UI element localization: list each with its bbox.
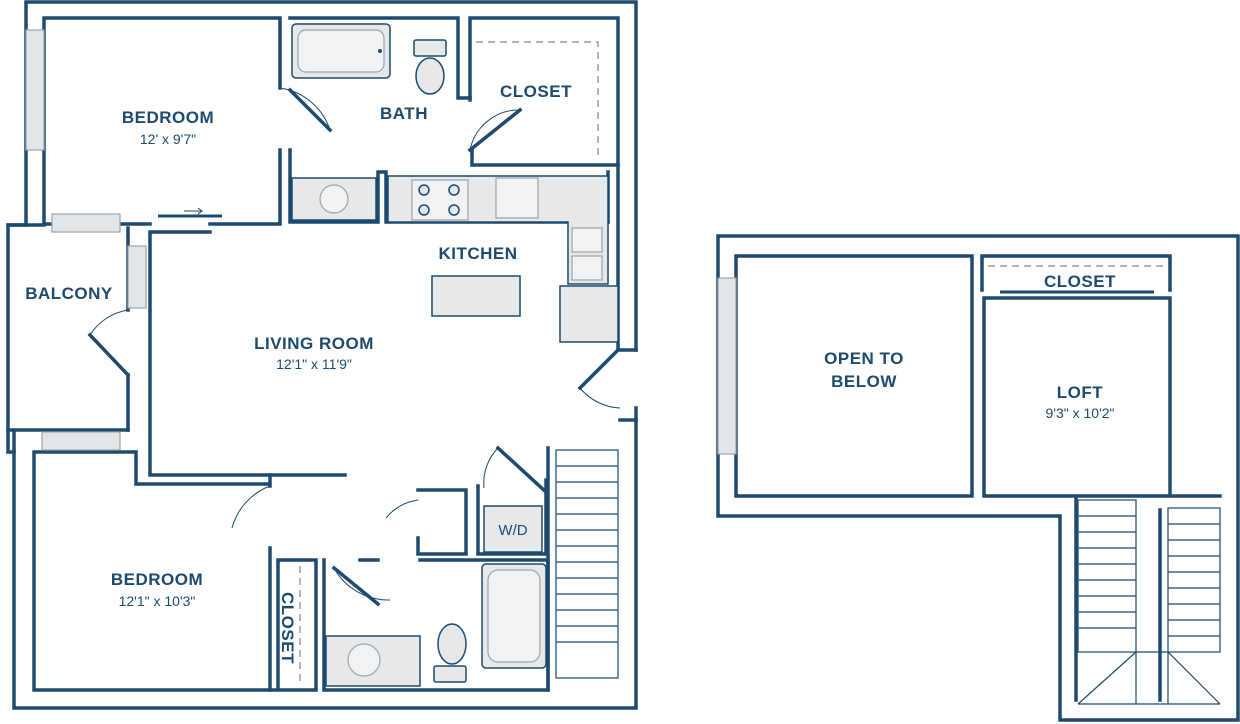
burner-1 [418,184,430,196]
toilet-top-bowl [415,57,445,95]
window-living-left [127,245,147,309]
bathtub-top-inner [297,29,385,73]
bathtub-bottom-inner [487,569,541,663]
living-room-name: LIVING ROOM [254,334,374,353]
upper-closet-name: CLOSET [1044,272,1116,291]
laundry-walls [416,445,549,556]
door-arc-bedroom-top [279,87,331,131]
window-balcony-top [51,213,121,233]
closet-top-name: CLOSET [500,82,572,101]
door-arc-bath-bottom [333,567,391,601]
window-bedroom-bottom [41,431,121,451]
toilet-bottom-bowl [437,623,467,665]
lower-level: BEDROOM 12' x 9'7" BATH CLOSET KITCHEN B… [6,0,638,710]
toilet-top-tank [413,39,447,57]
loft-dims: 9'3" x 10'2" [1046,405,1115,421]
stairs-upper [1077,499,1221,705]
upper-closet-walls [980,254,1172,292]
kitchen-name: KITCHEN [438,244,517,263]
door-arc-bedroom-bottom [231,485,271,529]
loft-name: LOFT [1057,383,1103,402]
bathtub-top-drain [378,49,382,53]
refrigerator [559,285,619,343]
sink-top [319,184,349,214]
bedroom-bottom-name: BEDROOM [111,570,203,589]
upper-exterior-wall [716,234,1240,722]
loft-walls [982,296,1222,702]
door-arc-closet-top [469,109,521,151]
kitchen-sink-2 [571,255,603,281]
living-room-dims: 12'1" x 11'9" [276,356,352,372]
sink-bottom [347,643,381,677]
open-to-below-line2: BELOW [831,372,897,391]
door-arc-laundry-left [385,499,419,519]
balcony-name: BALCONY [25,284,113,303]
closet-bottom-name: CLOSET [278,592,297,664]
door-arc-balcony [89,309,129,336]
door-arc-laundry-top [483,447,499,489]
bedroom-bottom-walls [32,450,272,692]
window-upper [717,277,737,455]
arrow-icon [184,207,203,215]
closet-top-rod [476,41,599,160]
bedroom-top-dims: 12' x 9'7" [140,131,196,147]
closet-bottom-walls [268,558,318,692]
burner-3 [418,204,430,216]
laundry-name: W/D [498,522,527,539]
washer-dryer [483,505,543,553]
bath-top-name: BATH [380,104,428,123]
bedroom-bottom-dims: 12'1" x 10'3" [119,593,196,609]
burner-4 [448,204,460,216]
toilet-bottom-tank [433,665,467,683]
bath-walls [287,16,620,224]
stair-walls [546,418,638,692]
kitchen-sink-1 [571,227,603,253]
window-bedroom-top [25,29,45,151]
microwave [495,177,539,219]
door-arc-entry [579,387,621,409]
stairs-lower [555,449,619,679]
bedroom-top-name: BEDROOM [122,108,214,127]
balcony-walls [6,223,130,454]
kitchen-island [431,275,521,317]
closet-top-door [467,96,523,153]
upper-level: OPEN TO BELOW LOFT 9'3" x 10'2" CLOSET [716,234,1240,722]
open-to-below-line1: OPEN TO [824,349,904,368]
burner-2 [448,184,460,196]
